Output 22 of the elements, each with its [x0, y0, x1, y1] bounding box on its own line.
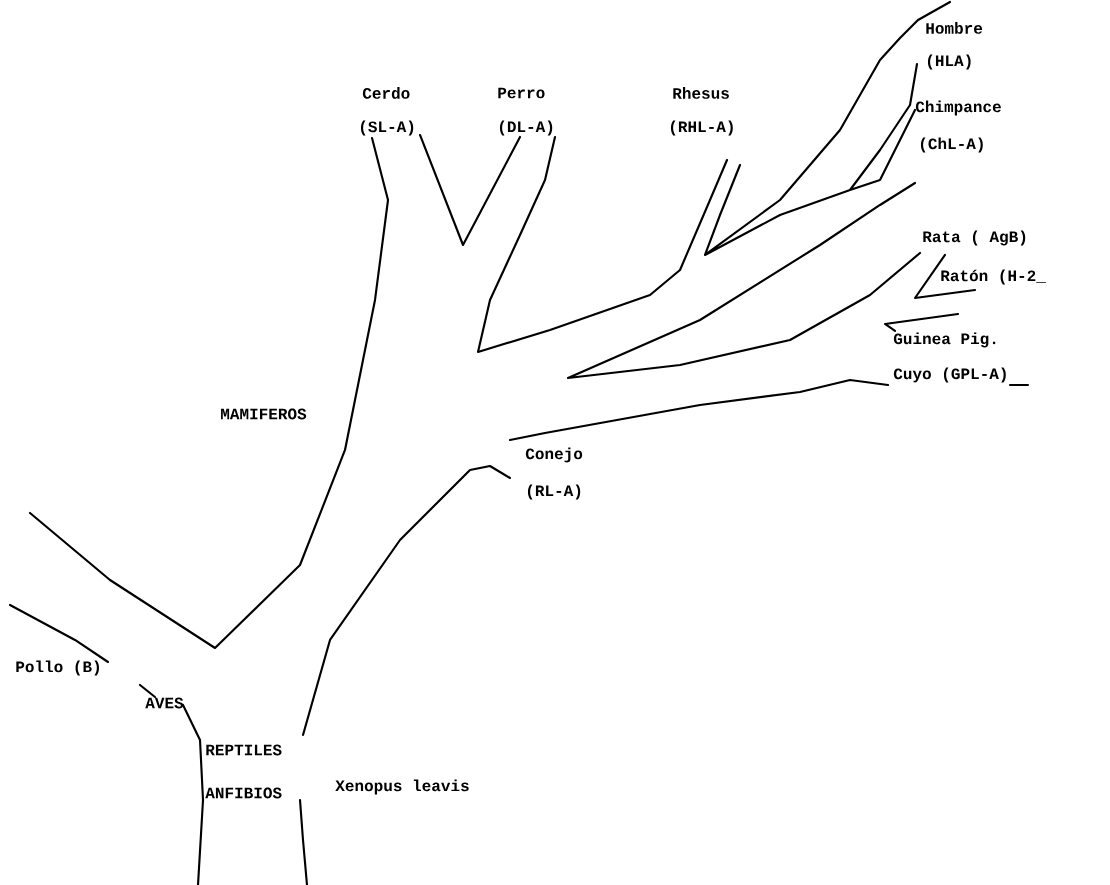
branch-label: REPTILES [206, 744, 282, 756]
branch-label: ANFIBIOS [205, 787, 282, 799]
branch-label: MAMIFEROS [221, 408, 307, 420]
branch-label: AVES [145, 697, 184, 709]
branch-label: Xenopus leavis [335, 779, 469, 795]
branch-label: Hombre [926, 22, 983, 34]
branch-label: Ratón (H-2_ [941, 269, 1046, 285]
branch-label: Conejo [525, 447, 583, 463]
branch-label: Cuyo (GPL-A) [893, 367, 1006, 383]
branch-label: (SL-A) [360, 120, 414, 136]
branch-label: (ChL-A) [920, 137, 983, 153]
branch-label: (DL-A) [499, 120, 553, 136]
branch-label: Chimpance [915, 100, 1001, 116]
branch-label: Rata ( AgB) [923, 230, 1026, 246]
branch-label: Pollo (B) [16, 660, 99, 676]
branch-label: Cerdo [362, 87, 410, 99]
branch-label: (RL-A) [527, 484, 581, 500]
branch-label: (HLA) [927, 54, 971, 70]
branch-label: Guinea Pig. [893, 332, 996, 348]
branch-label: Rhesus [673, 87, 729, 99]
branch-label: Perro [498, 87, 545, 99]
branch-label: (RHL-A) [670, 120, 733, 136]
